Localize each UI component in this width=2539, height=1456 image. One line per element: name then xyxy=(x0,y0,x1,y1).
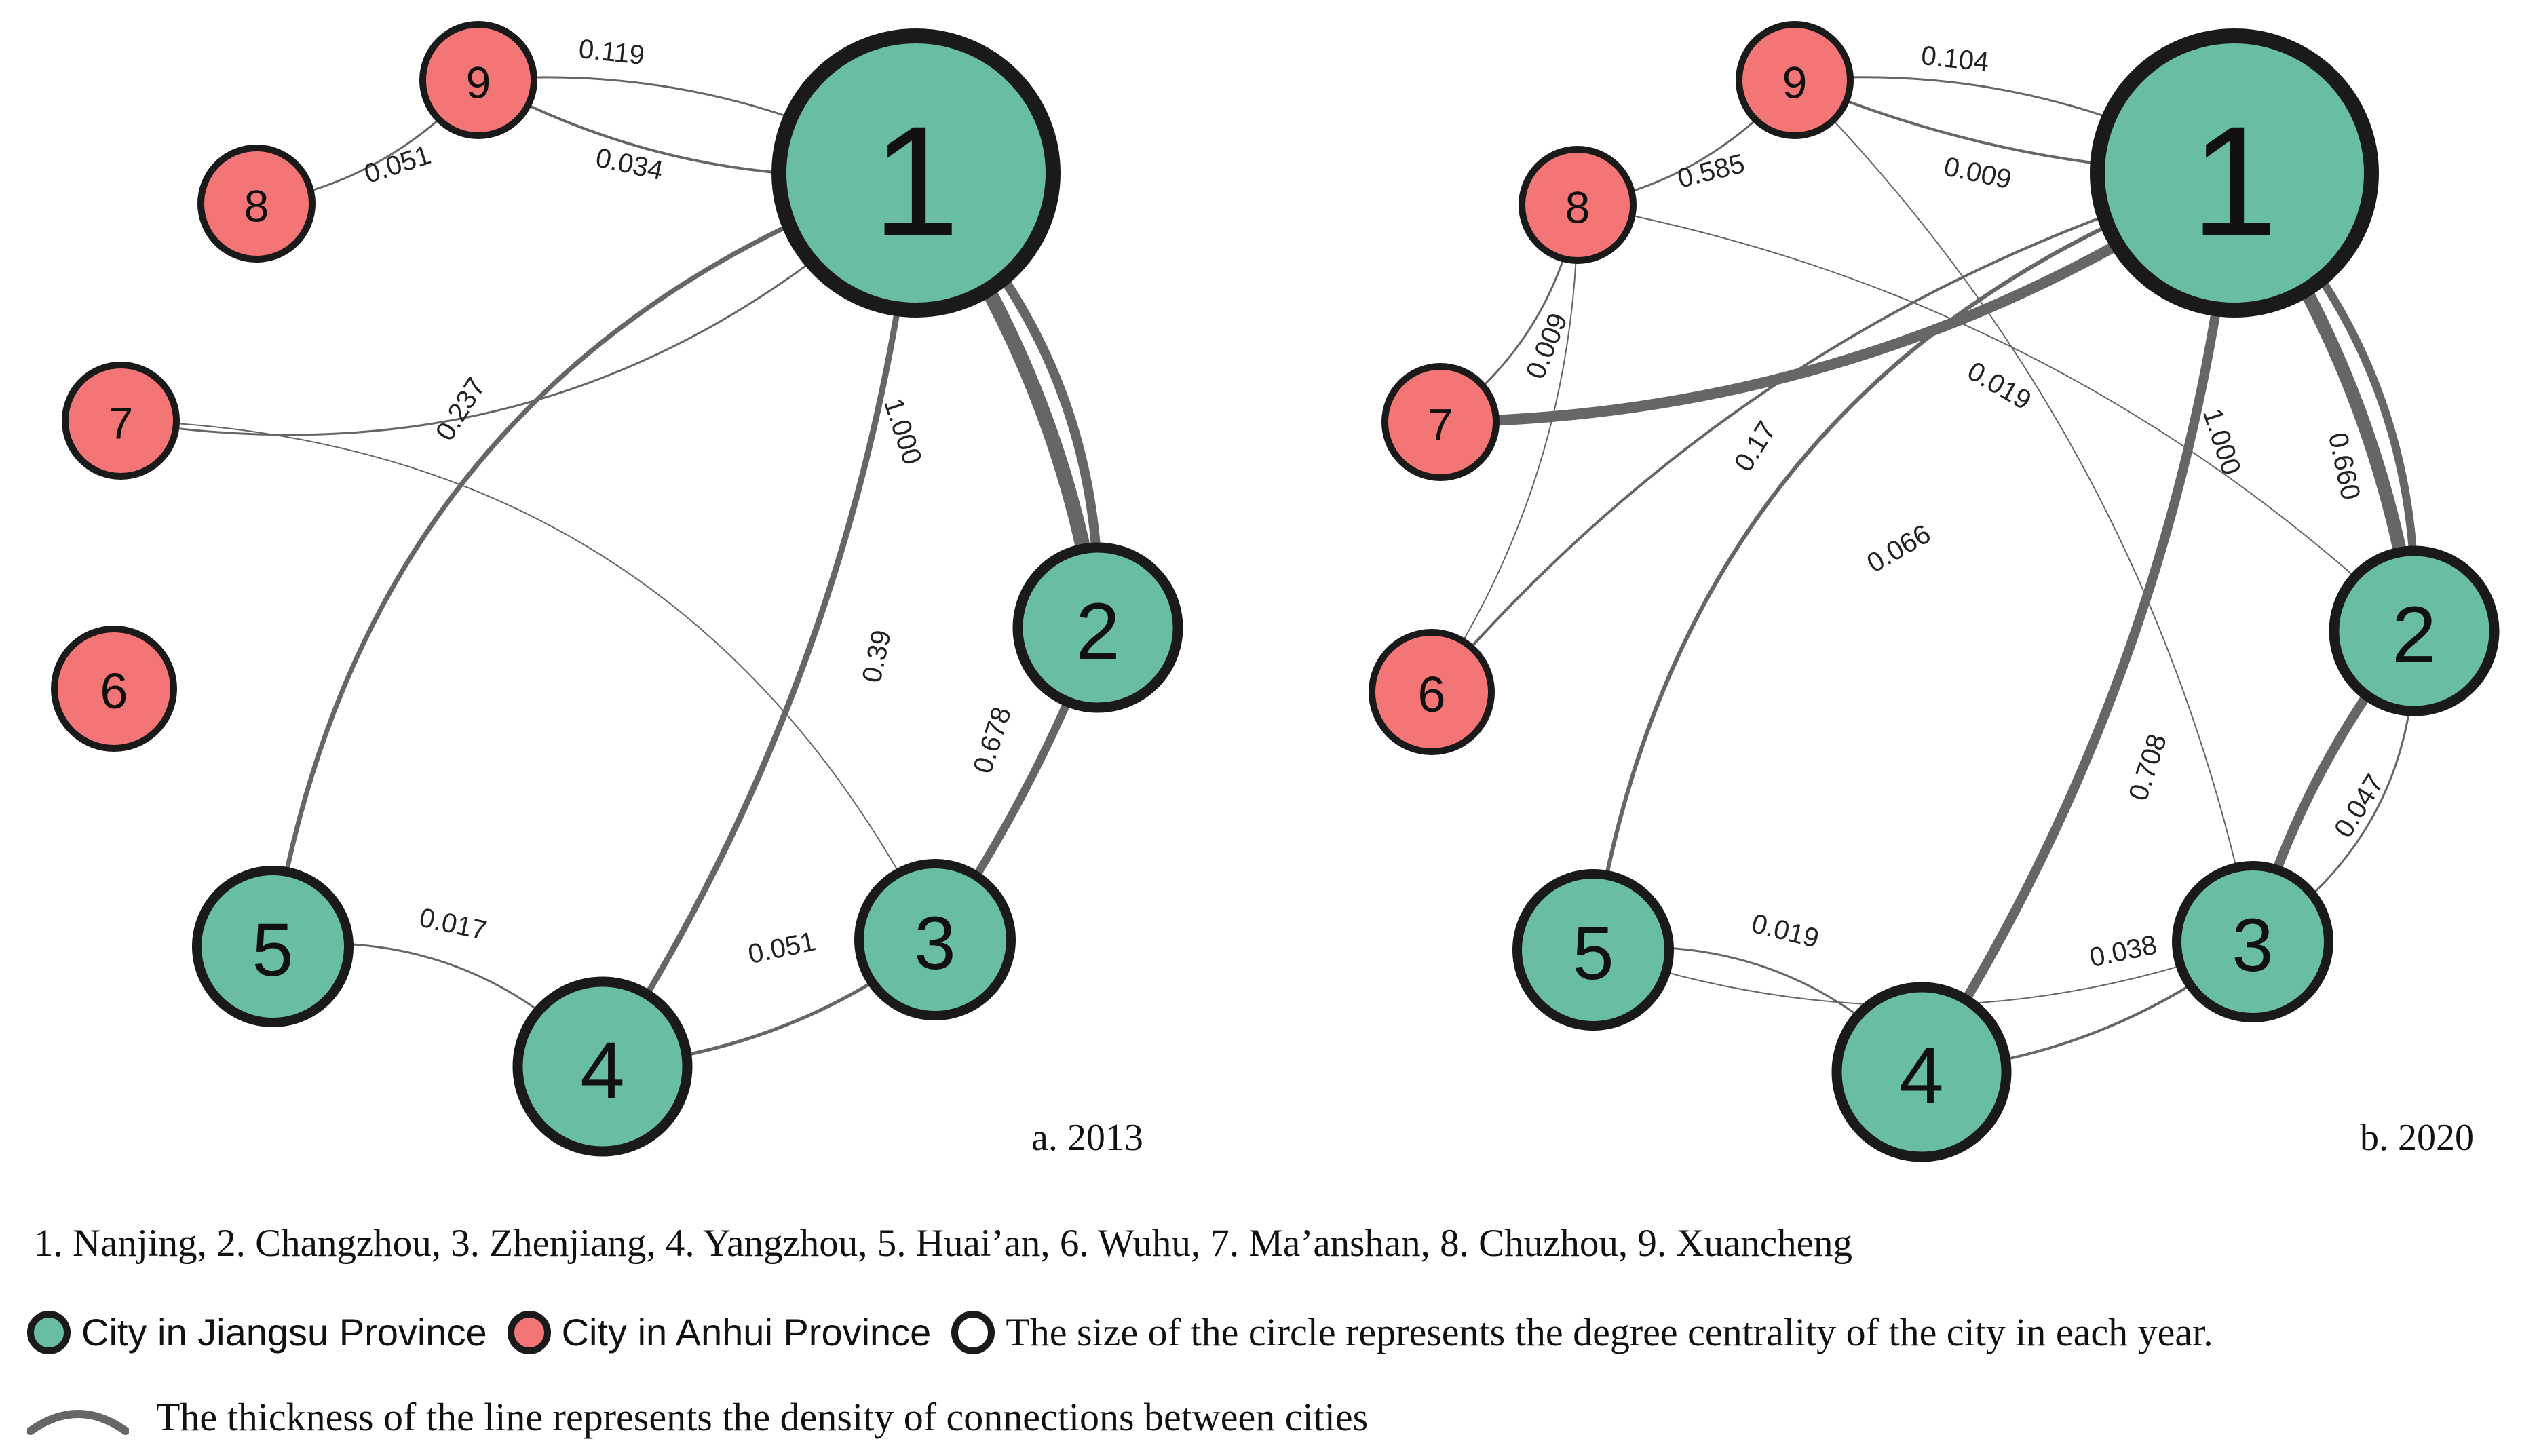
edge-label-2020-1-6: 0.066 xyxy=(1862,519,1936,579)
node-label-2020-9: 9 xyxy=(1782,57,1808,107)
edge-label-2013-1-5: 0.237 xyxy=(430,372,491,446)
edge-label-2020-1-4: 0.708 xyxy=(2123,731,2173,805)
edge-2020-1-4 xyxy=(1917,168,2239,1077)
node-2013-2 xyxy=(1012,542,1183,713)
node-2013-8 xyxy=(197,145,316,263)
legend-jiangsu-label: City in Jiangsu Province xyxy=(81,1311,487,1354)
node-2020-5 xyxy=(1512,869,1674,1031)
node-label-2013-9: 9 xyxy=(466,57,491,107)
node-label-2020-6: 6 xyxy=(1417,666,1445,723)
edge-label-2020-9-1: 0.009 xyxy=(1941,151,2014,195)
node-2020-9 xyxy=(1736,21,1854,139)
edge-label-2020-9-1: 0.104 xyxy=(1920,41,1990,77)
edge-label-2020-5-4: 0.019 xyxy=(1749,908,1822,954)
node-label-2013-1: 1 xyxy=(873,94,959,268)
node-label-2020-8: 8 xyxy=(1565,182,1590,232)
node-2020-1 xyxy=(2090,28,2379,318)
edge-label-2013-9-1: 0.034 xyxy=(593,142,666,186)
panel-label-2020: b. 2020 xyxy=(2360,1117,2474,1159)
node-label-2013-2: 2 xyxy=(1075,587,1120,676)
edge-label-2020-9-3: 0.019 xyxy=(1962,356,2036,416)
node-label-2013-3: 3 xyxy=(914,902,955,985)
node-2020-6 xyxy=(1369,629,1495,755)
node-2020-2 xyxy=(2329,545,2500,716)
nodes-2020: 1 2 3 4 5 6 7 8 9 xyxy=(1369,21,2500,1162)
panel-2013: 0.119 0.034 0.051 1.000 0.237 0.39 0.678 0.017 0… xyxy=(51,21,1183,1159)
edge-label-2020-1-2: 1.000 xyxy=(2197,405,2247,479)
node-2013-4 xyxy=(512,976,693,1157)
edge-label-2013-7-1: 0.051 xyxy=(361,140,435,189)
legend-line-label: The thickness of the line represents the… xyxy=(156,1395,1369,1439)
node-label-2013-5: 5 xyxy=(252,908,293,992)
edge-2020-1-6 xyxy=(1430,172,2236,693)
node-2013-6 xyxy=(51,626,177,752)
edge-label-2013-9-1: 0.119 xyxy=(577,34,646,71)
legend-size: The size of the circle represents the de… xyxy=(951,1309,2213,1355)
edge-label-2013-1-2: 1.000 xyxy=(878,395,928,469)
node-2013-7 xyxy=(62,362,180,480)
jiangsu-swatch-icon xyxy=(27,1310,71,1354)
node-2013-9 xyxy=(419,21,537,139)
size-swatch-icon xyxy=(951,1310,995,1354)
node-2020-4 xyxy=(1831,982,2012,1162)
node-label-2013-8: 8 xyxy=(244,180,269,231)
edge-2013-1-5 xyxy=(270,170,919,949)
edge-2020-8-6 xyxy=(1431,204,1579,693)
anhui-swatch-icon xyxy=(507,1310,551,1354)
edge-label-2020-1-2: 0.660 xyxy=(2323,430,2366,503)
node-label-2020-4: 4 xyxy=(1899,1031,1944,1121)
node-2020-7 xyxy=(1381,363,1500,481)
node-2020-3 xyxy=(2172,861,2333,1022)
edge-label-2020-7-1: 0.585 xyxy=(1675,149,1748,194)
node-label-2013-6: 6 xyxy=(100,663,128,719)
node-label-2013-7: 7 xyxy=(109,398,134,448)
legend-jiangsu: City in Jiangsu Province xyxy=(27,1310,487,1354)
edge-label-2020-2-3: 0.047 xyxy=(2329,769,2390,843)
node-label-2020-2: 2 xyxy=(2392,590,2437,680)
node-2020-8 xyxy=(1519,146,1637,264)
edge-2013-7-3 xyxy=(120,420,936,940)
legend-row-nodes: City in Jiangsu Province City in Anhui P… xyxy=(27,1309,2234,1355)
node-2013-1 xyxy=(771,28,1061,318)
node-label-2020-3: 3 xyxy=(2232,904,2273,987)
edge-label-2020-4-3: 0.038 xyxy=(2087,930,2160,973)
legend-row-lines: The thickness of the line represents the… xyxy=(27,1394,1368,1440)
edge-label-2020-8-7: 0.009 xyxy=(1521,309,1573,383)
edge-label-2020-1-5: 0.17 xyxy=(1729,416,1782,476)
edge-2020-8-2 xyxy=(1577,204,2415,632)
node-label-2020-5: 5 xyxy=(1572,912,1614,995)
node-label-2020-1: 1 xyxy=(2191,94,2278,268)
node-2013-3 xyxy=(854,859,1016,1020)
panel-2020: 0.104 0.009 0.585 0.009 0.019 1.000 0.660 0.17 0… xyxy=(1369,21,2500,1162)
nodes-2013: 1 2 3 4 5 6 7 8 9 xyxy=(51,21,1183,1157)
edge-2020-9-3 xyxy=(1794,79,2253,942)
node-label-2020-7: 7 xyxy=(1428,399,1453,449)
edge-label-2013-5-4: 0.017 xyxy=(417,902,489,946)
line-swatch-icon xyxy=(27,1409,129,1435)
city-key-caption: 1. Nanjing, 2. Changzhou, 3. Zhenjiang, … xyxy=(34,1222,1852,1265)
panel-label-2013: a. 2013 xyxy=(1031,1117,1143,1159)
edge-label-2013-1-4: 0.39 xyxy=(857,628,897,685)
legend-anhui-label: City in Anhui Province xyxy=(561,1311,932,1354)
edge-2020-1-5 xyxy=(1591,171,2236,952)
node-2013-5 xyxy=(192,866,354,1027)
legend-anhui: City in Anhui Province xyxy=(507,1310,932,1354)
edge-label-2013-2-3: 0.678 xyxy=(968,704,1017,778)
node-label-2013-4: 4 xyxy=(580,1026,625,1115)
legend-size-label: The size of the circle represents the de… xyxy=(1006,1310,2213,1354)
edge-label-2013-4-3: 0.051 xyxy=(746,926,818,970)
